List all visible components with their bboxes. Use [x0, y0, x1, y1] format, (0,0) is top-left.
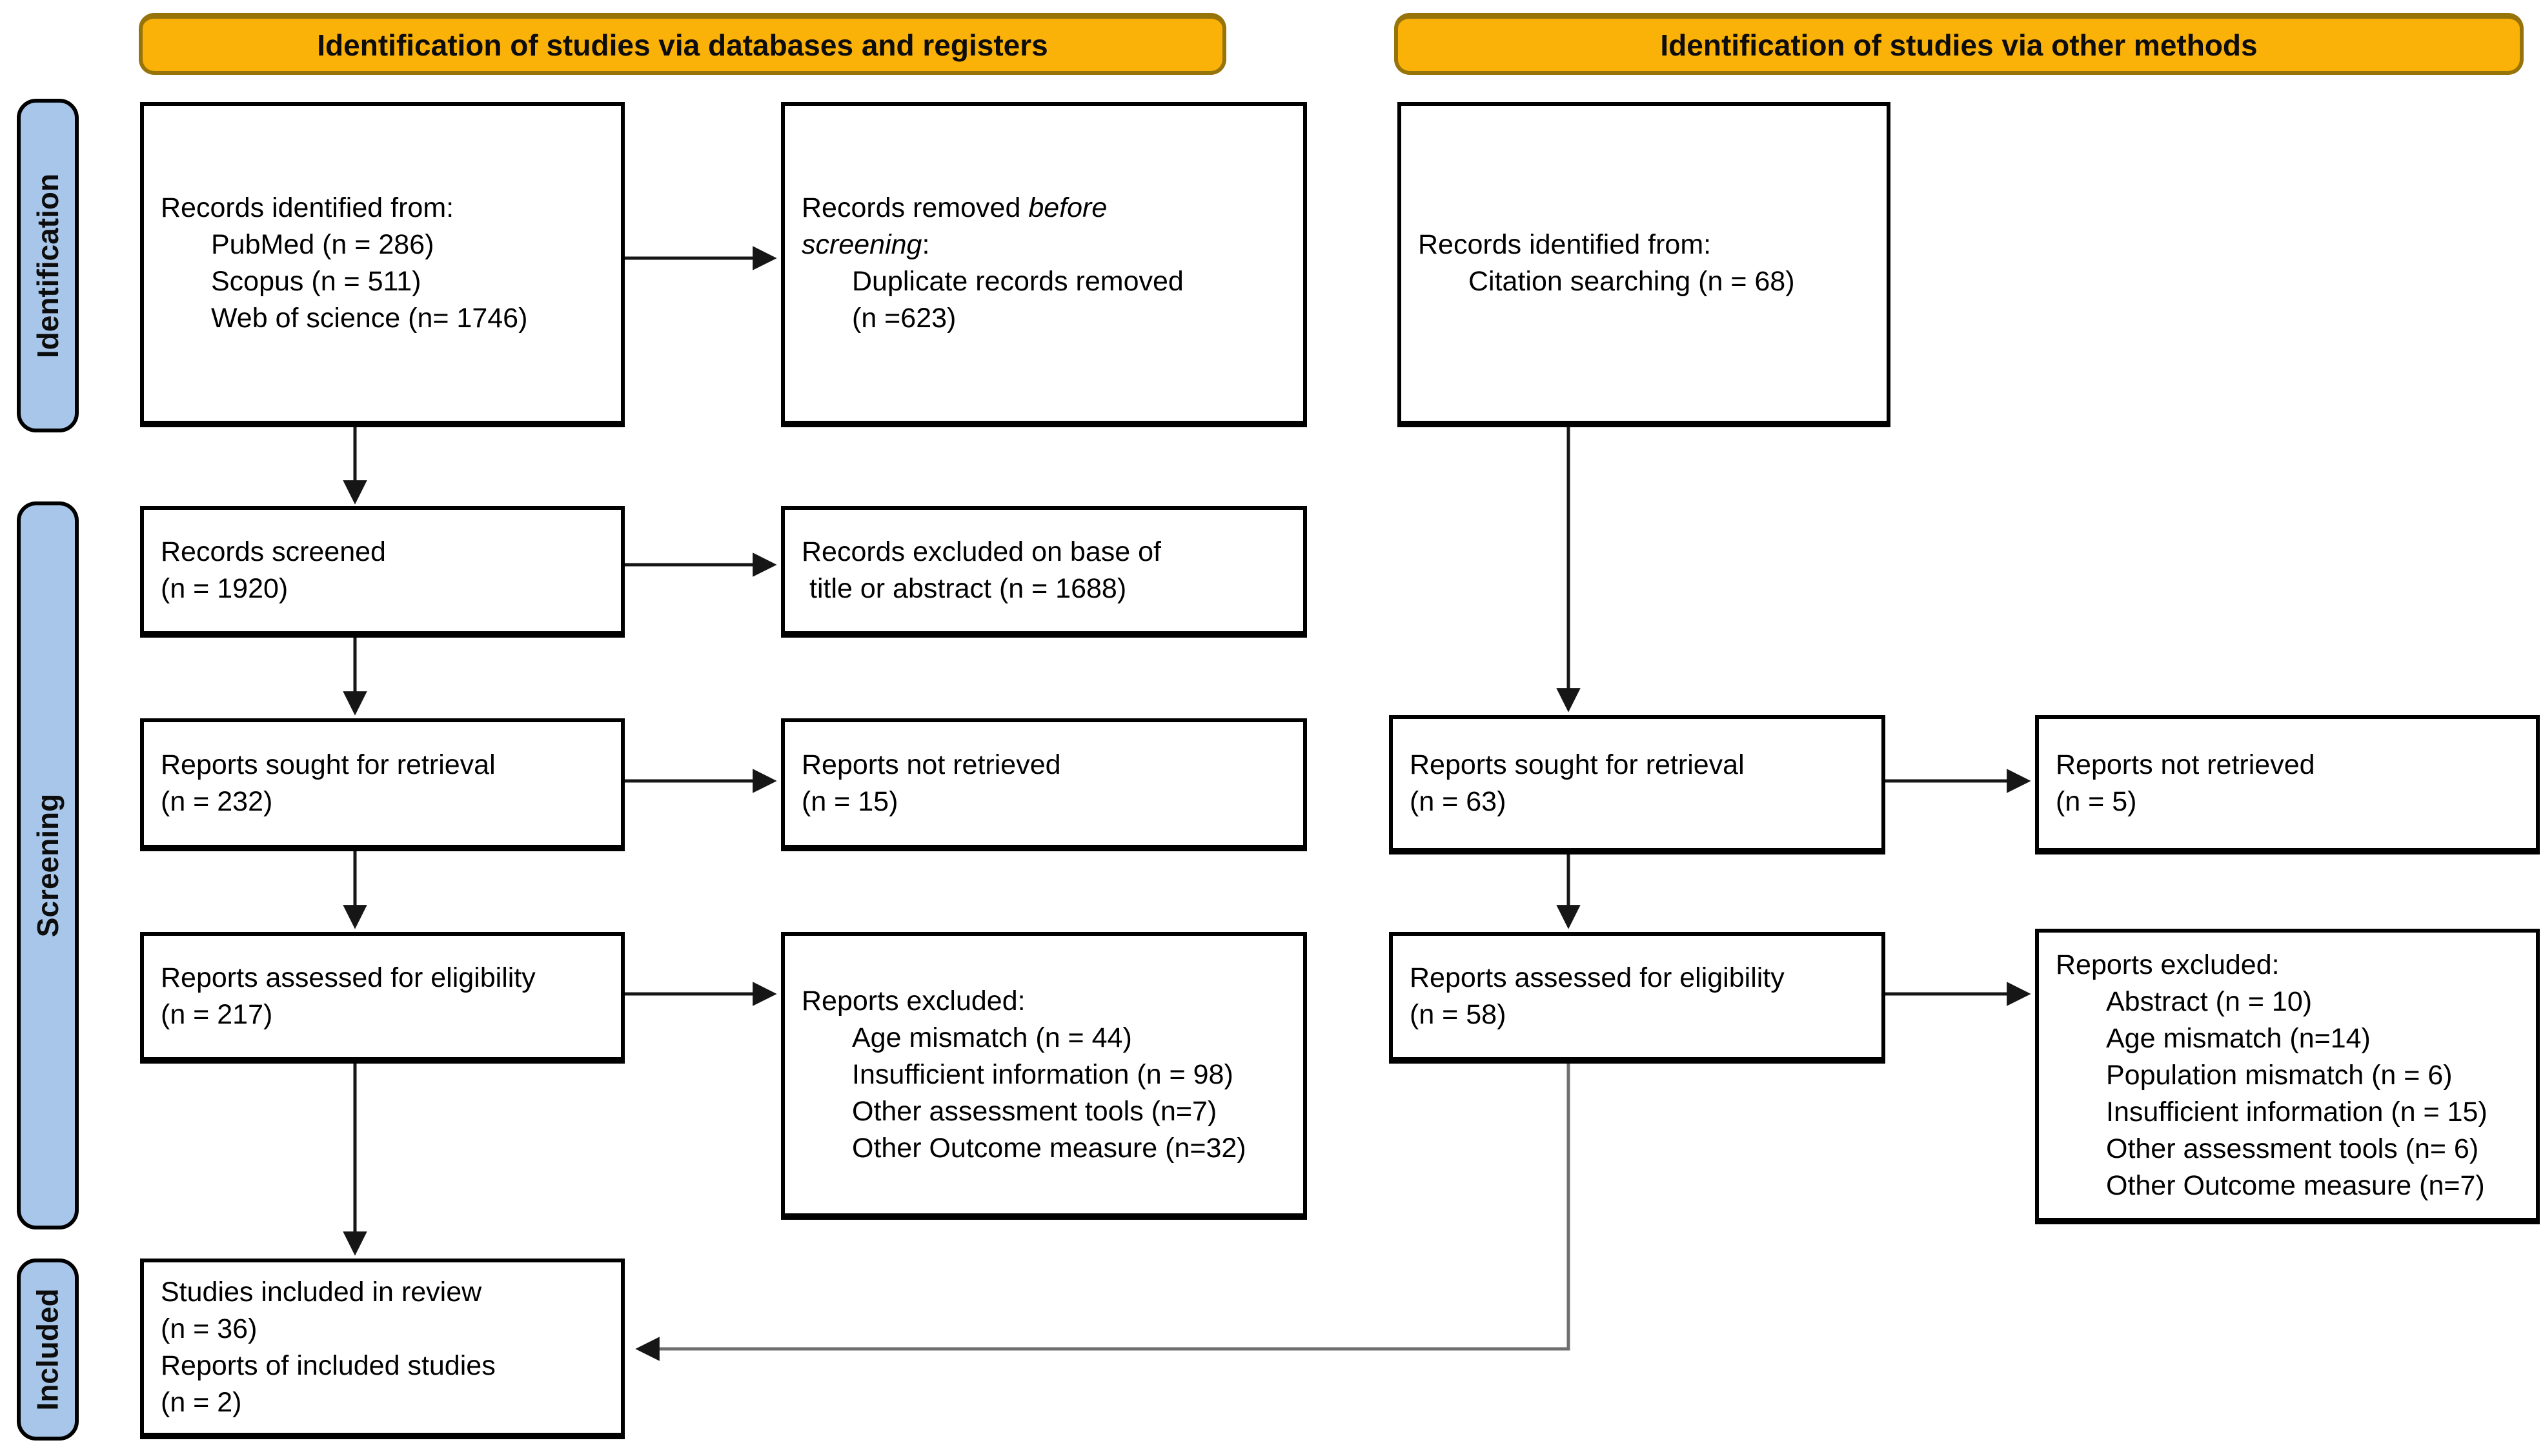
banner-databases-label: Identification of studies via databases … — [317, 28, 1048, 62]
box-line: Records screened — [161, 536, 386, 567]
box-line: Age mismatch (n=14) — [2106, 1022, 2371, 1054]
phase-screening: Screening — [17, 501, 79, 1229]
phase-screening-label: Screening — [31, 793, 65, 938]
banner-other-methods: Identification of studies via other meth… — [1394, 13, 2524, 75]
box-line: Reports assessed for eligibility — [1410, 962, 1785, 993]
box-line: (n = 2) — [161, 1387, 242, 1418]
box-line: Citation searching (n = 68) — [1468, 266, 1795, 297]
box-line: Abstract (n = 10) — [2106, 986, 2313, 1017]
box-line: Reports excluded: — [2056, 949, 2280, 980]
phase-included-label: Included — [31, 1288, 65, 1411]
box-records-removed-before-screening: Records removed before screening: Duplic… — [781, 102, 1307, 427]
box-line: Reports sought for retrieval — [161, 749, 496, 780]
box-line: Other Outcome measure (n=32) — [852, 1132, 1246, 1164]
box-line: Records excluded on base of — [802, 536, 1161, 567]
box-studies-included: Studies included in review (n = 36) Repo… — [140, 1259, 625, 1439]
box-line: (n = 5) — [2056, 786, 2137, 817]
box-line: Web of science (n= 1746) — [211, 303, 528, 334]
box-reports-assessed-databases: Reports assessed for eligibility (n = 21… — [140, 932, 625, 1064]
box-line: (n = 58) — [1410, 999, 1506, 1030]
box-reports-excluded-databases: Reports excluded: Age mismatch (n = 44) … — [781, 932, 1307, 1220]
box-reports-sought-other: Reports sought for retrieval (n = 63) — [1389, 715, 1885, 854]
box-line: Insufficient information (n = 15) — [2106, 1096, 2487, 1127]
box-line: (n = 36) — [161, 1313, 258, 1344]
phase-identification-label: Identification — [31, 173, 65, 358]
banner-databases-registers: Identification of studies via databases … — [139, 13, 1226, 75]
box-reports-not-retrieved-other: Reports not retrieved (n = 5) — [2035, 715, 2540, 854]
box-reports-assessed-other: Reports assessed for eligibility (n = 58… — [1389, 932, 1885, 1064]
box-line: Reports of included studies — [161, 1350, 496, 1381]
box-line: Reports not retrieved — [802, 749, 1061, 780]
box-line: (n = 1920) — [161, 573, 289, 604]
box-line: Other assessment tools (n=7) — [852, 1095, 1217, 1127]
box-line: Other Outcome measure (n=7) — [2106, 1169, 2485, 1201]
box-line: Records removed before — [802, 192, 1108, 223]
box-line: Insufficient information (n = 98) — [852, 1058, 1233, 1090]
box-line: (n = 15) — [802, 786, 898, 817]
box-line: Reports not retrieved — [2056, 749, 2315, 780]
box-records-identified-other: Records identified from: Citation search… — [1397, 102, 1890, 427]
box-records-identified-databases: Records identified from: PubMed (n = 286… — [140, 102, 625, 427]
box-records-excluded-title-abstract: Records excluded on base of title or abs… — [781, 506, 1307, 638]
box-line: Scopus (n = 511) — [211, 266, 421, 297]
box-line: Population mismatch (n = 6) — [2106, 1059, 2453, 1091]
box-reports-excluded-other: Reports excluded: Abstract (n = 10) Age … — [2035, 929, 2540, 1224]
box-line: (n =623) — [852, 303, 957, 334]
phase-included: Included — [17, 1259, 79, 1441]
box-line: Records identified from: — [161, 192, 454, 223]
box-reports-not-retrieved-databases: Reports not retrieved (n = 15) — [781, 718, 1307, 851]
box-reports-sought-databases: Reports sought for retrieval (n = 232) — [140, 718, 625, 851]
box-line: title or abstract (n = 1688) — [809, 573, 1127, 604]
box-line: Other assessment tools (n= 6) — [2106, 1133, 2479, 1164]
phase-identification: Identification — [17, 99, 79, 432]
box-records-screened: Records screened (n = 1920) — [140, 506, 625, 638]
box-line: Reports sought for retrieval — [1410, 749, 1745, 780]
banner-other-methods-label: Identification of studies via other meth… — [1660, 28, 2258, 62]
box-line: (n = 63) — [1410, 786, 1506, 817]
box-line: PubMed (n = 286) — [211, 229, 434, 260]
box-line: Records identified from: — [1418, 229, 1712, 260]
box-line: Studies included in review — [161, 1277, 482, 1308]
box-line: Age mismatch (n = 44) — [852, 1022, 1132, 1053]
box-line: Reports assessed for eligibility — [161, 962, 536, 993]
box-line: Reports excluded: — [802, 985, 1026, 1016]
box-line: (n = 217) — [161, 999, 273, 1030]
box-line: (n = 232) — [161, 786, 273, 817]
box-line: screening: — [802, 229, 930, 260]
box-line: Duplicate records removed — [852, 266, 1184, 297]
